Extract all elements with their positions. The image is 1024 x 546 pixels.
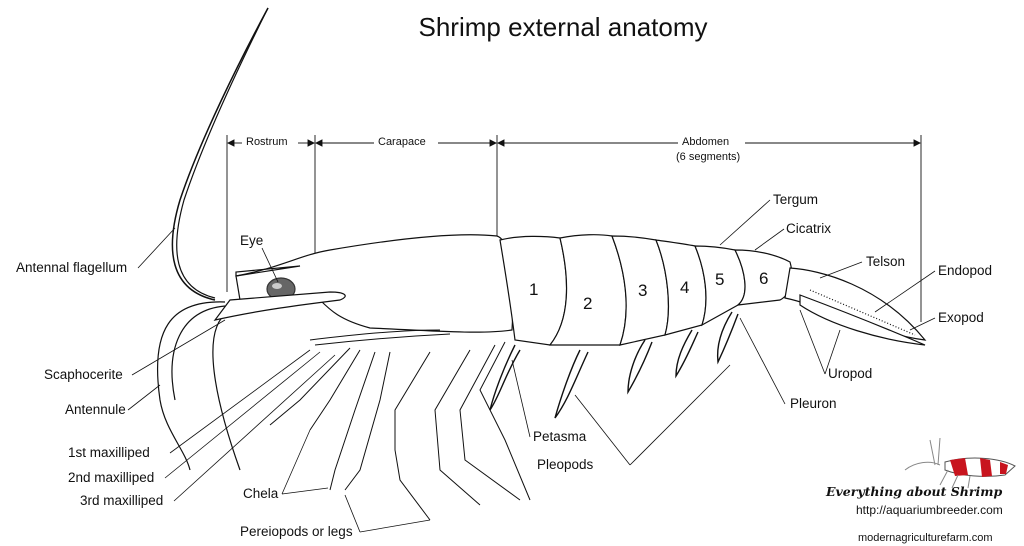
logo-shrimp-icon <box>904 437 1016 489</box>
logo-url: http://aquariumbreeder.com <box>856 503 1003 517</box>
segment-number: 4 <box>680 278 690 297</box>
abdomen-note: (6 segments) <box>676 151 741 163</box>
label-exopod: Exopod <box>938 310 984 325</box>
segment-number: 1 <box>529 280 539 299</box>
label-pleuron: Pleuron <box>790 396 837 411</box>
label-maxilliped-2: 2nd maxilliped <box>68 470 155 485</box>
segment-number: 3 <box>638 281 648 300</box>
segment-number: 2 <box>583 294 593 313</box>
label-antennal-flagellum: Antennal flagellum <box>16 260 128 275</box>
label-eye: Eye <box>240 233 264 248</box>
label-cicatrix: Cicatrix <box>786 221 832 236</box>
label-maxilliped-1: 1st maxilliped <box>68 445 150 460</box>
segment-number: 5 <box>715 270 725 289</box>
pereiopods <box>269 329 531 521</box>
label-antennule: Antennule <box>65 402 126 417</box>
uropod <box>799 294 926 346</box>
label-uropod: Uropod <box>828 366 873 381</box>
label-chela: Chela <box>243 486 279 501</box>
scaphocerite <box>213 291 346 321</box>
rostrum <box>235 265 301 277</box>
carapace-label: Carapace <box>378 136 426 148</box>
credit-text: modernagriculturefarm.com <box>858 532 993 544</box>
abdomen-segments <box>499 234 793 346</box>
leader-lines <box>127 199 936 533</box>
label-endopod: Endopod <box>938 263 993 278</box>
antennule <box>156 301 226 471</box>
pleopods <box>489 311 739 419</box>
label-pereiopods: Pereiopods or legs <box>240 524 353 539</box>
label-pleopods: Pleopods <box>537 457 594 472</box>
abdomen-label: Abdomen <box>682 136 730 148</box>
rostrum-label: Rostrum <box>246 136 288 148</box>
antennal-flagellum <box>171 7 269 301</box>
label-tergum: Tergum <box>773 192 819 207</box>
label-telson: Telson <box>866 254 906 269</box>
logo-brand: Everything about Shrimp <box>826 484 1003 499</box>
label-maxilliped-3: 3rd maxilliped <box>80 493 164 508</box>
label-scaphocerite: Scaphocerite <box>44 367 123 382</box>
dimension-lines <box>226 135 922 322</box>
segment-number: 6 <box>759 269 769 288</box>
diagram-title: Shrimp external anatomy <box>418 12 708 42</box>
label-petasma: Petasma <box>533 429 587 444</box>
